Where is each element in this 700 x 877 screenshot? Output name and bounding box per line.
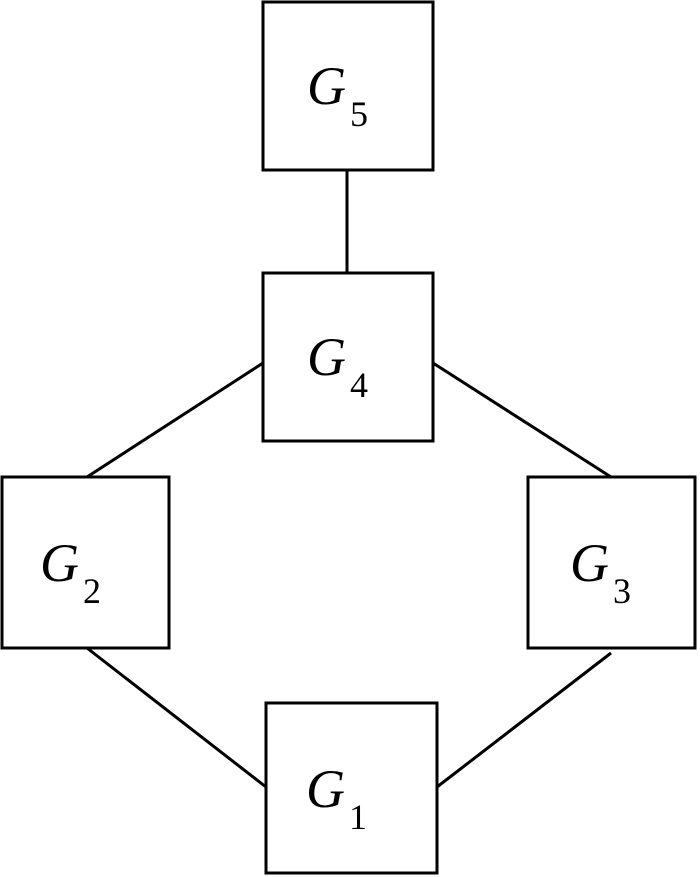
node-g1-subscript: 1 bbox=[349, 797, 367, 837]
node-g1-label: G 1 bbox=[306, 759, 367, 837]
node-g1-box bbox=[264, 701, 439, 875]
node-g1-letter: G bbox=[306, 759, 345, 819]
node-g3-box bbox=[526, 475, 697, 650]
node-g2-subscript: 2 bbox=[83, 571, 101, 611]
node-g3: G 3 bbox=[526, 475, 697, 650]
node-g5-letter: G bbox=[307, 56, 346, 116]
node-g4-label: G 4 bbox=[307, 327, 368, 405]
node-g5: G 5 bbox=[261, 0, 435, 172]
node-g2-letter: G bbox=[40, 533, 79, 593]
node-g4-letter: G bbox=[307, 327, 346, 387]
edge-g4-g2 bbox=[86, 361, 264, 479]
node-g2-box bbox=[0, 475, 171, 650]
node-g5-box bbox=[261, 0, 435, 172]
edge-g3-g1 bbox=[436, 651, 612, 789]
node-g4-subscript: 4 bbox=[350, 365, 368, 405]
node-g2-label: G 2 bbox=[40, 533, 101, 611]
edge-g2-g1 bbox=[86, 646, 267, 789]
node-g4: G 4 bbox=[261, 271, 435, 443]
node-g3-subscript: 3 bbox=[613, 571, 631, 611]
node-g5-subscript: 5 bbox=[350, 94, 368, 134]
node-g3-letter: G bbox=[570, 533, 609, 593]
node-g3-label: G 3 bbox=[570, 533, 631, 611]
node-g4-box bbox=[261, 271, 435, 443]
node-g5-label: G 5 bbox=[307, 56, 368, 134]
node-g2: G 2 bbox=[0, 475, 171, 650]
edge-g4-g3 bbox=[432, 361, 612, 479]
node-g1: G 1 bbox=[264, 701, 439, 875]
